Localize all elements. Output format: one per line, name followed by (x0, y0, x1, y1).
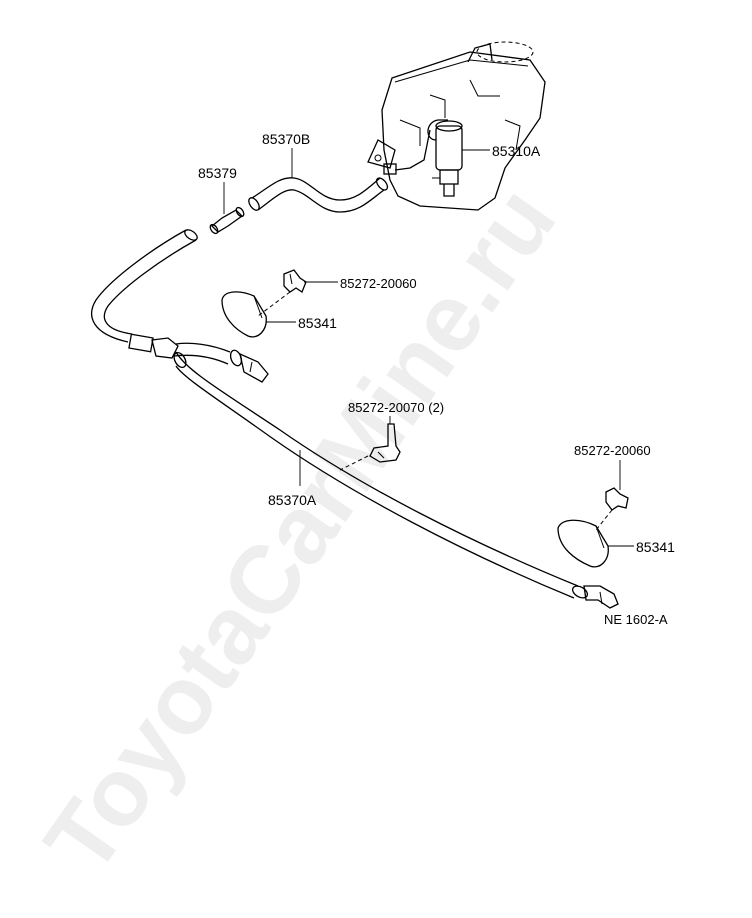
hose-85370b (248, 177, 389, 213)
clip-upper (283, 269, 307, 293)
washer-pump (383, 119, 463, 197)
label-85310a: 85310A (492, 143, 541, 159)
label-85370b: 85370B (262, 131, 310, 147)
hose-feed (91, 229, 198, 343)
hose-85370a (173, 351, 589, 599)
clip-mid (369, 423, 401, 463)
lower-fitting (583, 585, 619, 609)
washer-tank (367, 41, 546, 211)
label-nozzle-upper: 85341 (298, 315, 337, 331)
label-85379: 85379 (198, 165, 237, 181)
nozzle-lower (557, 519, 609, 568)
joint-85379 (209, 206, 245, 235)
watermark: ToyotaCarMine.ru (25, 168, 577, 892)
figure-code: NE 1602-A (604, 612, 668, 627)
label-nozzle-lower: 85341 (636, 539, 675, 555)
y-joint (128, 333, 269, 383)
nozzle-upper (221, 291, 267, 338)
clip-lower (605, 487, 629, 511)
label-clip-mid: 85272-20070 (2) (348, 400, 444, 415)
label-clip-upper: 85272-20060 (340, 276, 417, 291)
label-85370a: 85370A (268, 492, 317, 508)
label-clip-lower: 85272-20060 (574, 443, 651, 458)
